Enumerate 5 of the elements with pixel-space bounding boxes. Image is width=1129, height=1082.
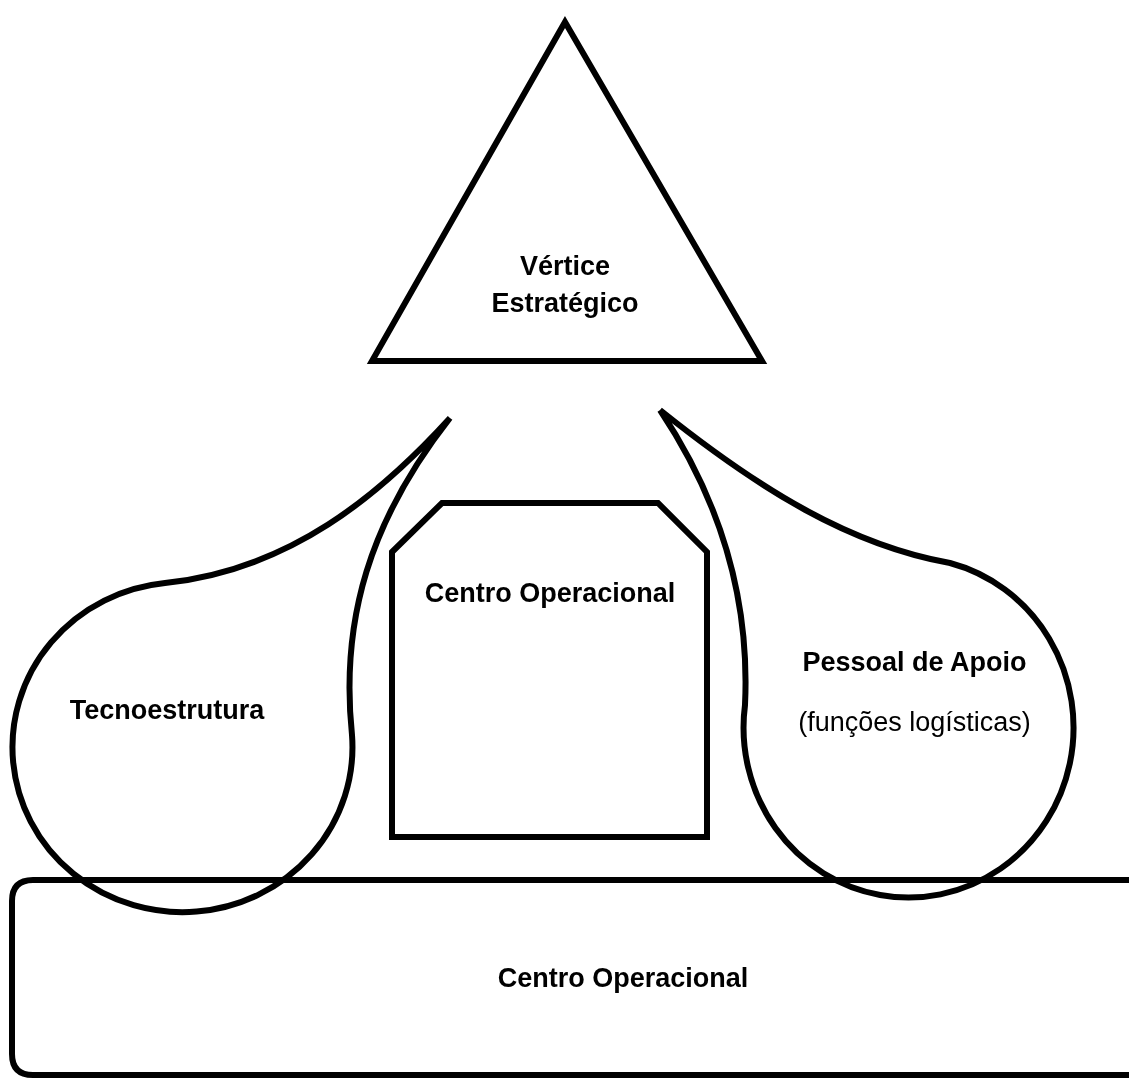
node-label: Centro Operacional (496, 962, 750, 995)
node-label: Tecnoestrutura (68, 694, 266, 727)
node-label: Pessoal de Apoio (funções logísticas) (797, 646, 1032, 739)
node-label: Centro Operacional (423, 577, 677, 610)
node-label: Vértice Estratégico (490, 250, 640, 320)
